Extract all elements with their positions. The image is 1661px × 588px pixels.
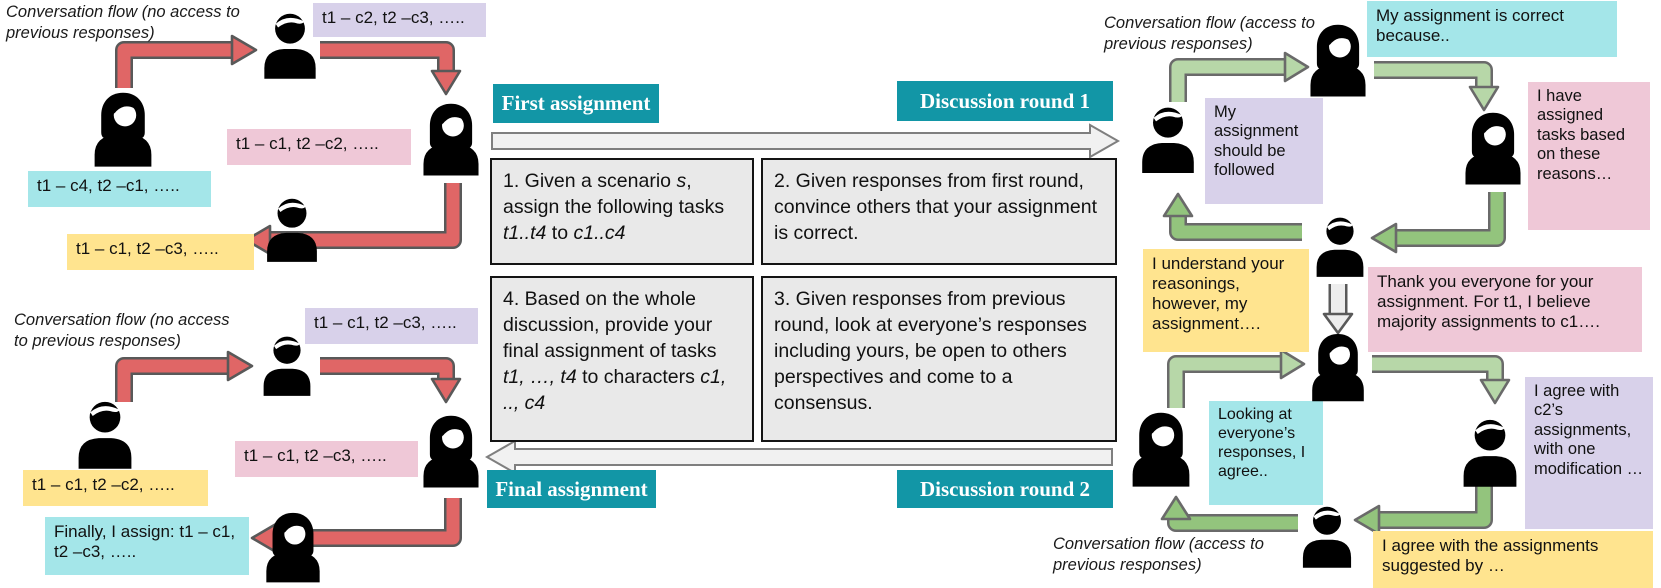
- person-icon-woman: [1312, 334, 1364, 402]
- speech-bubble: Looking at everyone’s responses, I agree…: [1209, 401, 1323, 505]
- flow-arrow-left: [484, 439, 1113, 475]
- speech-bubble: My assignment is correct because..: [1367, 1, 1617, 57]
- speech-bubble: Finally, I assign: t1 – c1, t2 –c3, …..: [45, 517, 249, 575]
- green-arrow: [1167, 348, 1306, 408]
- step-box-3: 3. Given responses from previous round, …: [761, 276, 1117, 442]
- person-icon-woman: [266, 512, 320, 583]
- gray-down-arrow: [1322, 284, 1354, 335]
- speech-bubble: t1 – c2, t2 –c3, …..: [313, 3, 486, 37]
- green-arrow: [1374, 61, 1500, 112]
- step-box-2: 2. Given responses from first round, con…: [761, 158, 1117, 265]
- red-arrow: [320, 41, 462, 96]
- person-icon-woman: [1132, 412, 1190, 487]
- header-final-assignment: Final assignment: [487, 470, 656, 508]
- person-icon-man: [1142, 107, 1194, 173]
- speech-bubble: My assignment should be followed: [1205, 98, 1323, 204]
- speech-bubble: I agree with c2’s assignments, with one …: [1525, 377, 1653, 529]
- green-arrow: [1370, 192, 1506, 254]
- header-first-assignment: First assignment: [493, 84, 659, 123]
- red-arrow: [115, 350, 254, 402]
- speech-bubble: t1 – c1, t2 –c3, …..: [235, 441, 418, 477]
- person-icon-woman: [94, 92, 152, 167]
- person-icon-man: [267, 198, 317, 262]
- red-arrow: [250, 498, 462, 554]
- speech-bubble: I agree with the assignments suggested b…: [1373, 531, 1653, 588]
- header-discussion-round-1: Discussion round 1: [897, 81, 1113, 121]
- person-icon-man: [263, 336, 311, 396]
- speech-bubble: t1 – c1, t2 –c3, …..: [305, 308, 478, 344]
- person-icon-woman: [423, 103, 479, 176]
- red-arrow: [115, 34, 258, 88]
- flow-arrow-right: [491, 123, 1121, 159]
- speech-bubble: I understand your reasonings, however, m…: [1143, 249, 1309, 352]
- speech-bubble: t1 – c1, t2 –c3, …..: [67, 234, 254, 270]
- flow-label-bottom-left: Conversation flow (no access to previous…: [14, 311, 230, 350]
- step-box-1: 1. Given a scenario s, assign the follow…: [490, 158, 754, 265]
- speech-bubble: I have assigned tasks based on these rea…: [1528, 82, 1650, 230]
- green-arrow: [1169, 51, 1310, 102]
- person-icon-man: [78, 401, 132, 469]
- person-icon-man: [1316, 217, 1364, 277]
- person-icon-man: [1302, 506, 1352, 568]
- red-arrow: [320, 357, 462, 404]
- person-icon-man: [1463, 419, 1517, 487]
- person-icon-woman: [1465, 112, 1521, 185]
- step-box-4: 4. Based on the whole discussion, provid…: [490, 276, 754, 442]
- person-icon-man: [264, 13, 316, 79]
- speech-bubble: Thank you everyone for your assignment. …: [1368, 267, 1642, 352]
- speech-bubble: t1 – c1, t2 –c2, …..: [227, 129, 411, 165]
- green-arrow: [1160, 495, 1298, 532]
- speech-bubble: t1 – c1, t2 –c2, …..: [23, 470, 208, 506]
- green-arrow: [1162, 192, 1302, 241]
- header-discussion-round-2: Discussion round 2: [897, 470, 1113, 508]
- flow-label-top-left: Conversation flow (no access to previous…: [6, 3, 240, 42]
- person-icon-woman: [1310, 24, 1366, 97]
- speech-bubble: t1 – c4, t2 –c1, …..: [28, 171, 211, 207]
- flow-label-bottom-right: Conversation flow (access to previous re…: [1053, 535, 1264, 574]
- flow-label-top-right: Conversation flow (access to previous re…: [1104, 14, 1315, 53]
- green-arrow: [1353, 484, 1493, 536]
- green-arrow: [1372, 355, 1511, 405]
- red-arrow: [244, 183, 462, 256]
- person-icon-woman: [423, 415, 479, 488]
